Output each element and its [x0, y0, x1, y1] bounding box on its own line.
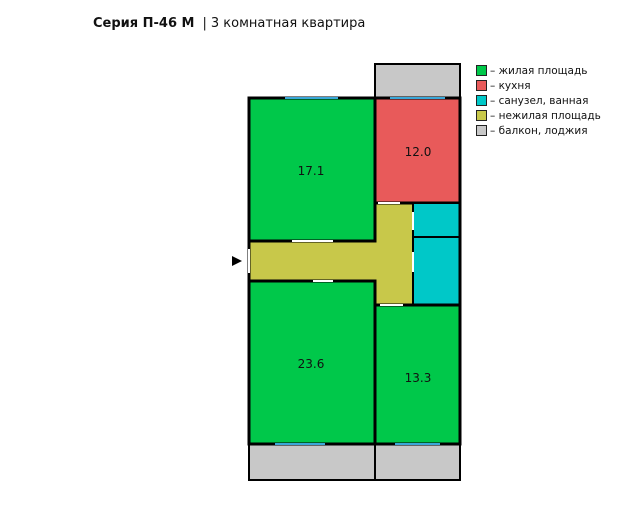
legend-label: – нежилая площадь [490, 109, 601, 122]
legend-swatch [476, 80, 487, 91]
series-name: Серия П-46 М [93, 16, 195, 31]
legend-item-kitchen: – кухня [476, 78, 601, 93]
legend-label: – жилая площадь [490, 64, 588, 77]
legend-label: – санузел, ванная [490, 94, 589, 107]
legend-item-living: – жилая площадь [476, 63, 601, 78]
title-separator: | [202, 16, 207, 31]
legend-item-nonliving: – нежилая площадь [476, 108, 601, 123]
room-top-left-area: 17.1 [298, 164, 325, 178]
legend-item-bathroom: – санузел, ванная [476, 93, 601, 108]
room-bottom-right-area: 13.3 [405, 371, 432, 385]
balcony-bottom-left [248, 443, 376, 481]
legend-swatch [476, 110, 487, 121]
balcony-bottom-right [374, 443, 461, 481]
legend-label: – кухня [490, 79, 531, 92]
legend-swatch [476, 125, 487, 136]
bathroom-bottom [412, 236, 461, 306]
page-title: Серия П-46 М |3 комнатная квартира [93, 16, 365, 31]
legend: – жилая площадь – кухня – санузел, ванна… [476, 63, 601, 138]
legend-swatch [476, 65, 487, 76]
legend-item-balcony: – балкон, лоджия [476, 123, 601, 138]
balcony-top [374, 63, 461, 99]
legend-swatch [476, 95, 487, 106]
apartment-type: 3 комнатная квартира [210, 16, 366, 31]
entrance-arrow-icon [232, 256, 242, 266]
bathroom-top [412, 202, 461, 238]
room-bottom-left [247, 279, 377, 446]
room-bottom-left-area: 23.6 [298, 357, 325, 371]
kitchen [373, 96, 462, 205]
kitchen-area: 12.0 [405, 145, 432, 159]
legend-label: – балкон, лоджия [490, 124, 588, 137]
